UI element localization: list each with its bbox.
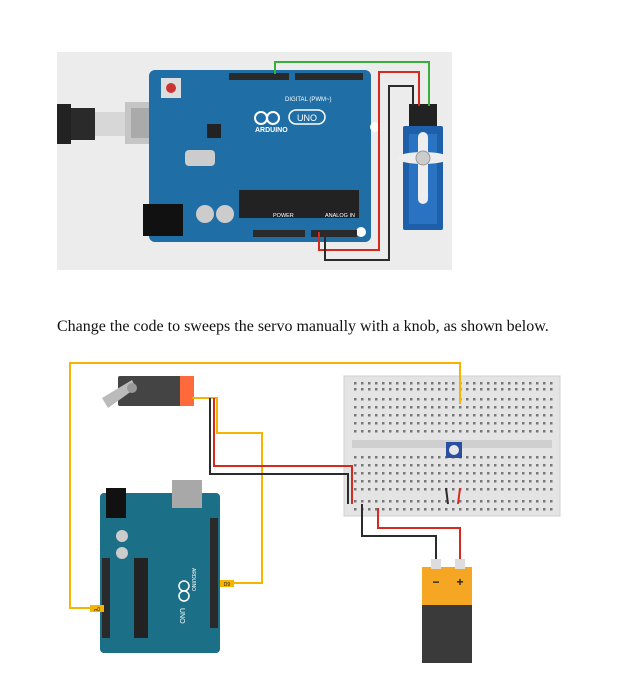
arduino-brand-label: ARDUINO (255, 127, 288, 134)
instruction-caption: Change the code to sweeps the servo manu… (57, 318, 549, 335)
pin-d9-tag (220, 580, 234, 587)
battery-plus-label: + (456, 575, 463, 589)
arduino-servo-circuit-figure: DIGITAL (PWM~) ARDUINO UNO POWER ANALOG … (57, 52, 452, 270)
uno-label: UNO (178, 608, 185, 624)
battery-minus-label: − (432, 575, 439, 589)
pin-d9-label: D9 (224, 582, 231, 588)
circuit-wires (69, 362, 461, 609)
servo-knob-circuit-figure: UNO ARDUINO A0 D9 − + (69, 362, 561, 663)
arduino-logo-icon (254, 111, 280, 125)
circuit-wires (274, 61, 430, 261)
arduino-logo-icon (178, 580, 190, 602)
arduino-uno-board: DIGITAL (PWM~) ARDUINO UNO POWER ANALOG … (143, 70, 380, 242)
uno-label: UNO (297, 113, 317, 123)
potentiometer-knob[interactable] (446, 442, 462, 458)
battery-9v: − + (422, 559, 472, 663)
servo-motor (102, 376, 194, 408)
analog-label: ANALOG IN (325, 213, 355, 219)
digital-label: DIGITAL (PWM~) (285, 97, 332, 103)
servo-motor (397, 104, 449, 230)
arduino-uno-board: UNO ARDUINO (100, 480, 220, 653)
pin-a0-label: A0 (94, 607, 100, 613)
arduino-brand-label: ARDUINO (190, 568, 196, 591)
breadboard (343, 375, 561, 517)
power-label: POWER (273, 213, 294, 219)
